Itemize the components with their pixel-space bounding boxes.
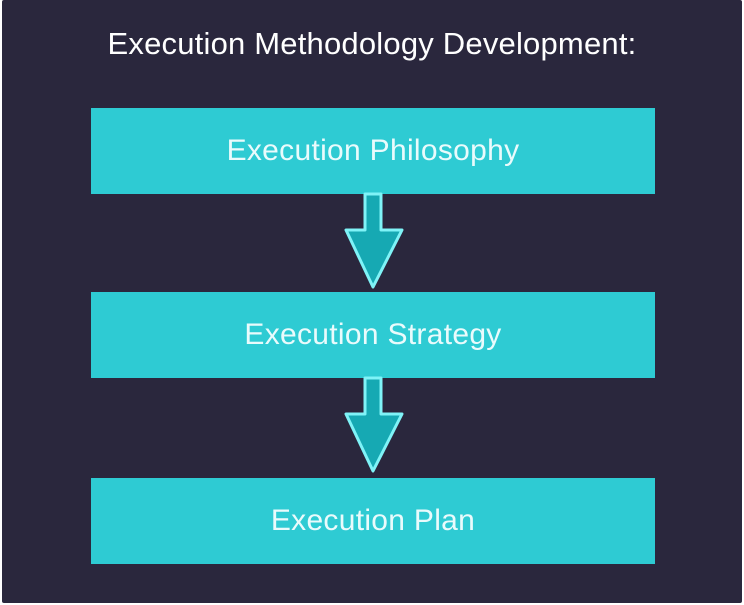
down-arrow-icon (344, 376, 404, 473)
step-label: Execution Plan (270, 504, 476, 537)
step-box-execution-plan: Execution Plan (91, 478, 655, 564)
step-box-execution-philosophy: Execution Philosophy (91, 108, 655, 194)
step-label: Execution Strategy (244, 318, 502, 351)
step-label: Execution Philosophy (226, 134, 520, 167)
step-box-execution-strategy: Execution Strategy (91, 292, 655, 378)
diagram-title: Execution Methodology Development: (107, 26, 637, 61)
down-arrow-icon (344, 192, 404, 289)
